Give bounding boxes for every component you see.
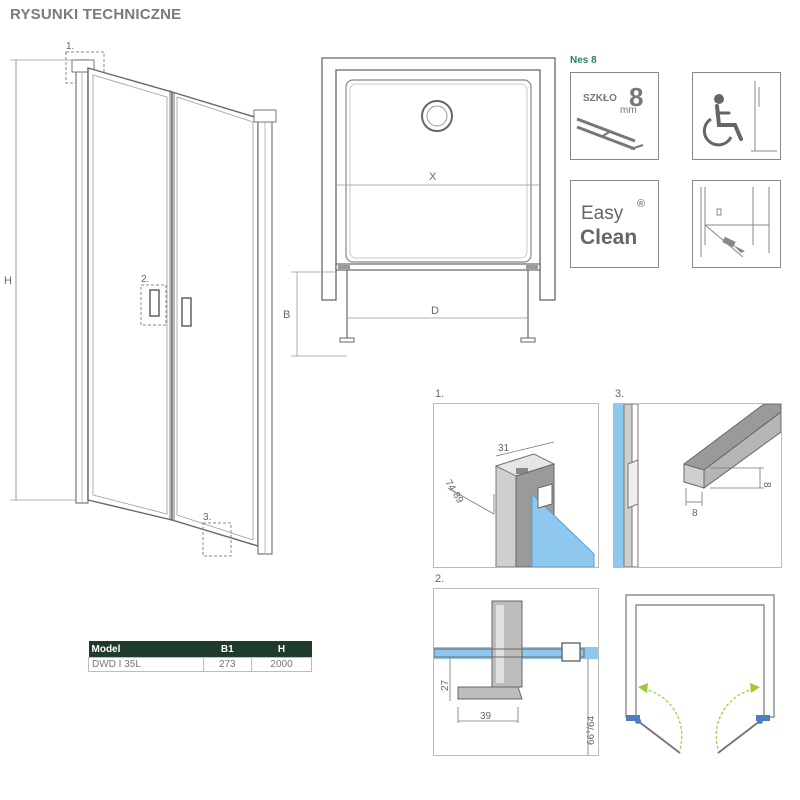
glass-pane-icon [576, 117, 636, 143]
knob-icon [561, 642, 581, 662]
detail-3-panel: 8 8 [613, 403, 782, 568]
dim-d-label: D [431, 305, 439, 317]
detail-2-panel: 27 39 66°/64 [433, 588, 599, 756]
page-title: RYSUNKI TECHNICZNE [10, 6, 182, 23]
opening-diagram-panel [613, 588, 782, 756]
dim-x-label: X [429, 171, 437, 183]
door-swing-diagram [625, 594, 775, 754]
cell-h: 2000 [251, 657, 312, 672]
dim-27-label: 27 [440, 679, 451, 691]
right-handle [181, 297, 192, 327]
dim-66-64-label: 66°/64 [586, 716, 597, 745]
cell-b1: 273 [202, 657, 253, 672]
registered-mark: ® [637, 198, 645, 210]
cell-model: DWD I 35L [88, 657, 204, 672]
glass-unit: mm [620, 105, 637, 116]
door-elevation-drawing: H 1. 2. 3. [4, 41, 277, 557]
easy-clean-badge: Easy ® Clean [570, 180, 659, 268]
door-rail [335, 263, 541, 271]
shower-tray [345, 79, 532, 263]
series-label: Nes 8 [570, 55, 597, 66]
glass-thickness-badge: SZKŁO mm 8 [570, 72, 659, 160]
callout-3-box [202, 522, 232, 557]
barrier-free-entry-badge [692, 180, 781, 268]
shower-corner-icon [700, 187, 770, 258]
callout-2-label: 2. [141, 274, 149, 285]
callout-3-label: 3. [203, 512, 211, 523]
plan-view-drawing: X D B [283, 57, 556, 357]
dim-8-height-label: 8 [761, 482, 772, 488]
dim-39-label: 39 [480, 711, 492, 722]
callout-2-box [140, 284, 167, 326]
dim-74-89-label: 74-89 [442, 478, 465, 506]
clean-label: Clean [580, 226, 637, 249]
left-handle [149, 289, 160, 317]
detail-3-number: 3. [615, 388, 625, 400]
glass-label: SZKŁO [583, 93, 617, 104]
detail-2-handle-drawing: 27 39 66°/64 [434, 600, 598, 755]
detail-1-number: 1. [435, 388, 445, 400]
table-row: DWD I 35L 273 2000 [88, 657, 312, 672]
header-b1: B1 [203, 641, 252, 658]
dim-h-label: H [4, 275, 12, 287]
dim-b-label: B [283, 309, 290, 321]
header-h: H [251, 641, 312, 658]
callout-1-label: 1. [66, 41, 74, 52]
dim-31-label: 31 [498, 443, 510, 454]
spec-table-header-row: Model B1 H [88, 641, 312, 658]
header-model: Model [88, 641, 204, 658]
spec-table: Model B1 H DWD I 35L 273 2000 [88, 641, 312, 672]
wheelchair-icon [702, 81, 777, 152]
accessibility-badge [692, 72, 781, 160]
glass-thickness-value: 8 [629, 82, 643, 112]
plan-walls [321, 57, 556, 301]
dim-8-width-label: 8 [692, 508, 698, 519]
detail-3-bottom-seal-drawing: 8 8 [614, 404, 781, 567]
detail-1-panel: 31 74-89 [433, 403, 599, 568]
easy-label: Easy [581, 203, 624, 224]
detail-1-wall-profile-drawing: 31 74-89 [442, 441, 595, 567]
dim-31-line [495, 441, 555, 457]
detail-2-number: 2. [435, 573, 445, 585]
